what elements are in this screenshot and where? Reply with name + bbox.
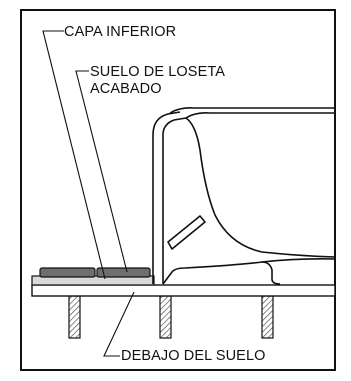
floor-tile <box>39 267 96 278</box>
leader-line-subfloor <box>103 291 135 357</box>
diagram-frame <box>20 9 336 371</box>
stall-fixture <box>152 107 336 285</box>
leader-line-lower-layer <box>42 30 106 280</box>
leader-line-tile-floor <box>75 70 128 273</box>
subfloor-layer <box>31 284 336 297</box>
floor-tile <box>96 267 151 278</box>
subfloor-label: DEBAJO DEL SUELO <box>121 348 266 364</box>
floor-joist <box>68 295 81 339</box>
floor-joist <box>261 295 274 339</box>
lower-layer-label: CAPA INFERIOR <box>64 24 177 40</box>
floor-joist <box>159 295 172 339</box>
finished-tile-floor-label-line2: ACABADO <box>90 81 162 97</box>
finished-tile-floor-label: SUELO DE LOSETA <box>90 64 225 80</box>
